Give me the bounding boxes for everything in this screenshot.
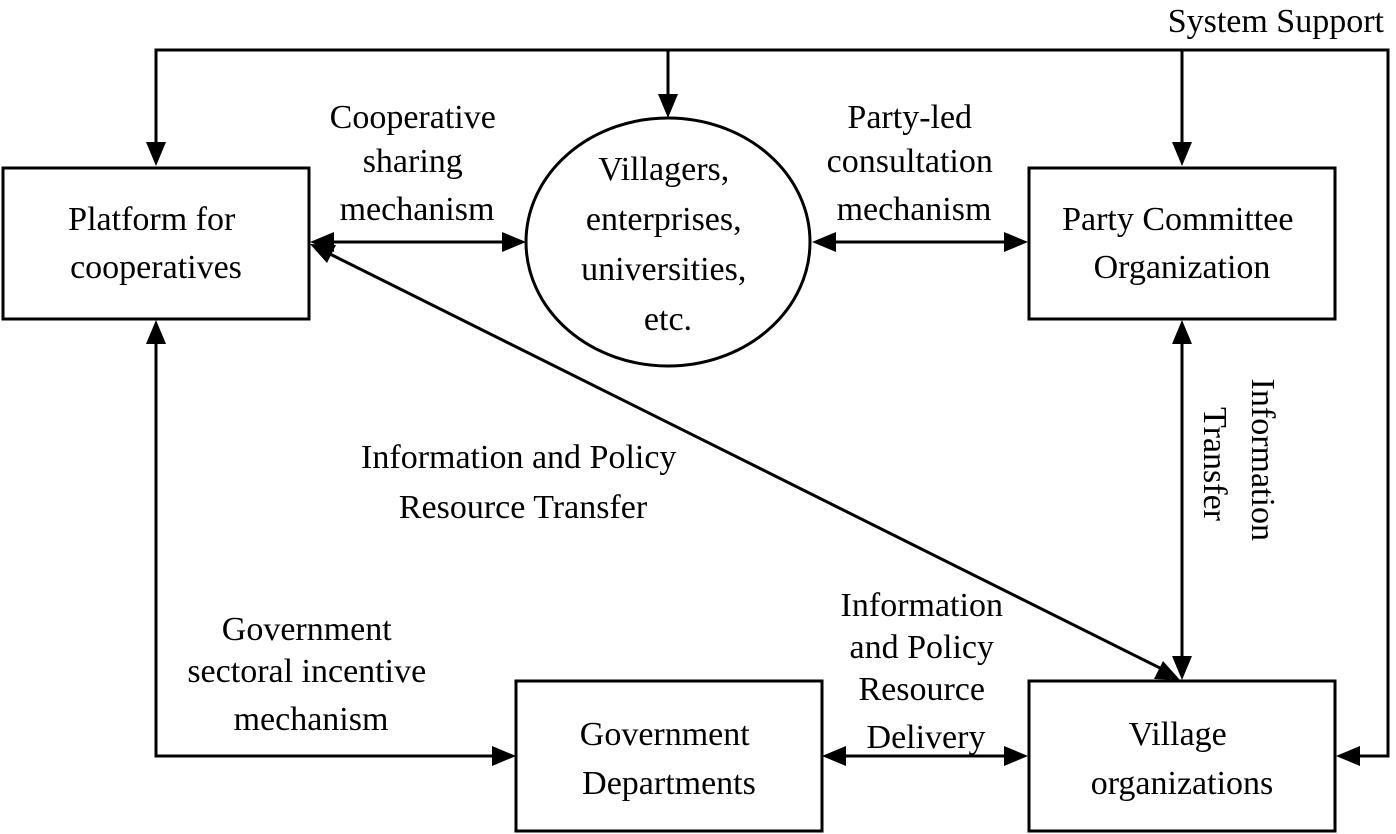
villagers-ellipse xyxy=(524,116,812,368)
info-policy-transfer-line-2: Resource Transfer xyxy=(399,489,648,526)
government-box xyxy=(514,679,824,833)
arrowhead-party-left xyxy=(1004,232,1028,252)
government-label: Government Departments xyxy=(580,716,758,802)
connectors xyxy=(154,48,1390,758)
arrowhead-villagers-left xyxy=(502,232,526,252)
platform-label: Platform for cooperatives xyxy=(68,201,244,286)
government-label-line-1: Government xyxy=(580,716,751,753)
info-policy-delivery-line-4: Delivery xyxy=(867,719,986,756)
arrowhead-diagonal-platform xyxy=(310,244,336,263)
arrowhead-villagers-right xyxy=(812,232,836,252)
arrowhead-platform-bottom xyxy=(146,320,166,344)
government-label-line-2: Departments xyxy=(582,765,756,802)
village-box xyxy=(1027,679,1337,833)
villagers-label-line-3: universities, xyxy=(581,251,746,288)
party-label: Party Committee Organization xyxy=(1062,201,1302,286)
cooperative-sharing-line-2: sharing xyxy=(363,143,463,180)
party-label-line-2: Organization xyxy=(1094,249,1271,286)
gov-incentive-connector xyxy=(154,340,494,758)
villagers-label: Villagers, enterprises, universities, et… xyxy=(581,151,755,338)
info-transfer-label: Information Transfer xyxy=(1196,379,1281,550)
gov-incentive-label: Government sectoral incentive mechanism xyxy=(187,611,434,738)
platform-box xyxy=(1,166,311,321)
info-policy-delivery-line-2: and Policy xyxy=(850,629,994,666)
party-led-line-2: consultation xyxy=(827,143,993,180)
arrowhead-party-top xyxy=(1172,142,1192,166)
info-policy-delivery-label: Information and Policy Resource Delivery xyxy=(841,587,1012,756)
village-label-line-1: Village xyxy=(1129,716,1227,753)
village-label: Village organizations xyxy=(1091,716,1274,802)
info-policy-transfer-connector xyxy=(329,252,1165,672)
info-policy-transfer-label: Information and Policy Resource Transfer xyxy=(361,439,685,526)
platform-label-line-1: Platform for xyxy=(68,201,236,238)
villagers-label-line-1: Villagers, xyxy=(598,151,729,188)
party-node: Party Committee Organization xyxy=(1027,166,1337,321)
info-policy-delivery-line-1: Information xyxy=(841,587,1003,624)
arrowhead-government-right xyxy=(822,746,846,766)
gov-incentive-line-1: Government xyxy=(222,611,393,648)
info-transfer-line-2: Transfer xyxy=(1196,407,1233,522)
arrowhead-platform-top xyxy=(146,142,166,166)
cooperative-sharing-line-3: mechanism xyxy=(340,191,495,228)
villagers-label-line-4: etc. xyxy=(644,301,692,338)
info-transfer-line-1: Information xyxy=(1244,379,1281,541)
village-node: Village organizations xyxy=(1027,679,1337,833)
system-support-label: System Support xyxy=(1168,3,1385,40)
villagers-label-line-2: enterprises, xyxy=(586,201,742,238)
government-node: Government Departments xyxy=(514,679,824,833)
party-led-label: Party-led consultation mechanism xyxy=(827,99,1002,228)
cooperative-sharing-line-1: Cooperative xyxy=(330,99,496,136)
platform-node: Platform for cooperatives xyxy=(1,166,311,321)
village-label-line-2: organizations xyxy=(1091,765,1274,802)
arrowheads xyxy=(146,94,1360,766)
arrowhead-villagers-top xyxy=(658,94,678,118)
arrowhead-diagonal-village xyxy=(1154,661,1180,680)
arrowhead-party-bottom xyxy=(1172,320,1192,344)
arrowhead-government-left xyxy=(492,746,516,766)
info-policy-transfer-line-1: Information and Policy xyxy=(361,439,676,476)
cooperative-sharing-label: Cooperative sharing mechanism xyxy=(330,99,505,228)
party-led-line-1: Party-led xyxy=(847,99,972,136)
info-policy-delivery-line-3: Resource xyxy=(858,671,985,708)
arrowhead-village-left xyxy=(1004,746,1028,766)
arrowhead-village-right xyxy=(1336,746,1360,766)
platform-label-line-2: cooperatives xyxy=(70,249,242,286)
gov-incentive-line-3: mechanism xyxy=(234,701,389,738)
gov-incentive-line-2: sectoral incentive xyxy=(187,653,426,690)
party-label-line-1: Party Committee xyxy=(1062,201,1293,238)
system-support-bus xyxy=(154,48,1390,758)
party-led-line-3: mechanism xyxy=(837,191,992,228)
party-box xyxy=(1027,166,1337,321)
arrowhead-village-top xyxy=(1172,656,1192,680)
villagers-node: Villagers, enterprises, universities, et… xyxy=(524,116,812,368)
